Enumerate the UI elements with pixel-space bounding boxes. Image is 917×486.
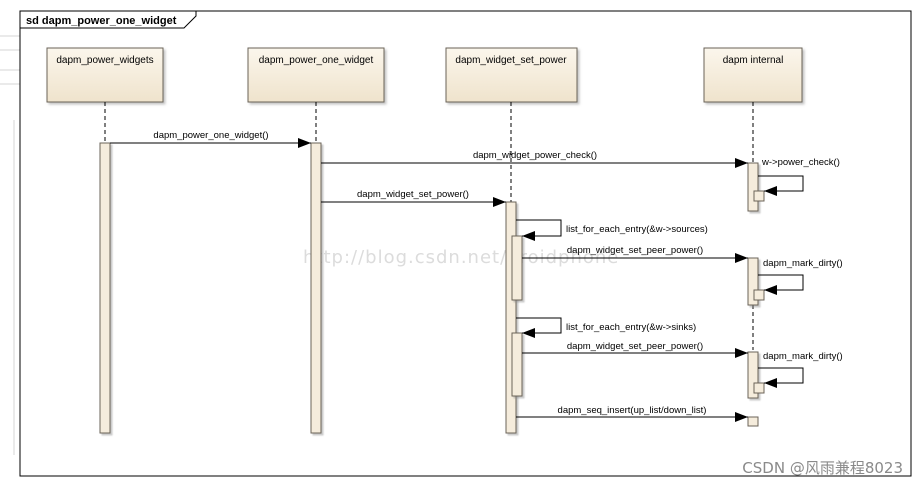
message-label: dapm_mark_dirty() [763,351,843,362]
lifeline-label-dapm-power-widgets: dapm_power_widgets [56,55,153,66]
activation-bar [99,142,111,434]
arrowhead [764,285,777,295]
lifeline-label-dapm-power-one-widget: dapm_power_one_widget [259,55,374,66]
message-arrow [758,367,804,384]
message-label: dapm_mark_dirty() [763,258,843,269]
message-arrow [758,175,804,192]
message-label: dapm_widget_set_power() [357,189,469,200]
arrowhead [764,186,777,196]
arrowhead [735,348,748,358]
arrowhead [735,253,748,263]
activation-bar [753,382,765,394]
lifeline-label-dapm-internal: dapm internal [723,55,784,66]
url-watermark: http://blog.csdn.net/droidphone [303,247,619,268]
lifeline-head-dapm-power-one-widget [247,47,385,103]
message-arrow [516,317,562,334]
lifeline-head-dapm-widget-set-power [445,47,578,103]
arrowhead [735,412,748,422]
message-label: dapm_widget_set_peer_power() [567,341,703,352]
message-label: list_for_each_entry(&w->sources) [566,224,708,235]
lifeline-dapm-power-one-widget: dapm_power_one_widget [247,47,385,143]
lifeline-dapm-widget-set-power: dapm_widget_set_power [445,47,578,202]
arrowhead [298,138,311,148]
csdn-watermark: CSDN @风雨兼程8023 [742,459,903,477]
activation-bar [747,351,759,399]
message-label: list_for_each_entry(&w->sinks) [566,322,696,333]
arrowhead [764,378,777,388]
activation-bar [747,162,759,212]
activation-bar [753,289,765,301]
message-label: dapm_power_one_widget() [153,130,268,141]
lifeline-dapm-power-widgets: dapm_power_widgets [46,47,164,143]
message-arrow [516,219,562,237]
activation-bar [747,416,759,427]
lifeline-dapm-internal: dapm internal [703,47,803,350]
activation-bar [511,332,523,397]
activation-bar [310,142,322,434]
message-label: w->power_check() [761,157,840,168]
activation-bar [747,257,759,306]
arrowhead [522,328,535,338]
message-arrow [758,274,804,291]
frame-label: sd dapm_power_one_widget [26,15,177,27]
arrowhead [735,158,748,168]
activation-bar [511,235,523,301]
message-label: dapm_widget_set_peer_power() [567,245,703,256]
message-label: dapm_seq_insert(up_list/down_list) [558,405,707,416]
message-label: dapm_widget_power_check() [473,150,597,161]
arrowhead [522,231,535,241]
lifeline-label-dapm-widget-set-power: dapm_widget_set_power [455,55,567,66]
frame-label-tab [19,10,197,29]
activation-bar [753,190,765,202]
arrowhead [493,197,506,207]
lifeline-head-dapm-internal [703,47,803,103]
background-residue [0,35,23,455]
